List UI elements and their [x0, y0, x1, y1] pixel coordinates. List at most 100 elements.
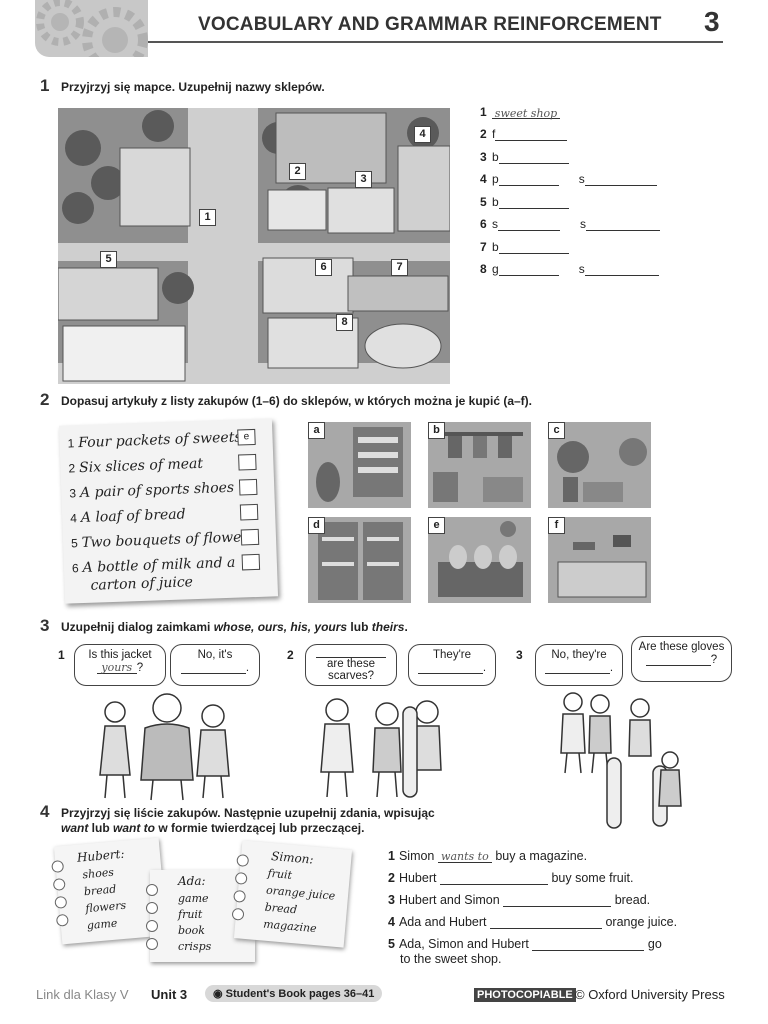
footer-unit: Unit 3 [151, 987, 188, 1002]
exercise-1-instruction: Przyjrzyj się mapce. Uzupełnij nazwy skl… [61, 80, 325, 94]
answer-field[interactable] [584, 263, 659, 276]
answer-box-5[interactable] [240, 528, 260, 546]
photocopiable-badge: PHOTOCOPIABLE [474, 988, 576, 1002]
shop-picture-c: c [548, 422, 651, 508]
eye-icon: ◉ [213, 988, 223, 1000]
answer-field[interactable] [584, 173, 657, 186]
sentence-3-field[interactable] [503, 894, 612, 907]
town-map: 1 2 3 4 5 6 7 8 [58, 108, 450, 384]
sentence-2-field[interactable] [439, 872, 548, 885]
page-title: VOCABULARY AND GRAMMAR REINFORCEMENT [198, 14, 662, 35]
answer-box-3[interactable] [238, 478, 258, 496]
shop-picture-d: d [308, 517, 411, 603]
dialog-2-number: 2 [287, 648, 294, 662]
answer-box-1[interactable]: e [237, 428, 256, 446]
answer-field[interactable] [498, 173, 559, 186]
answer-field[interactable] [495, 128, 568, 141]
exercise-4-instruction-line2: want lub want to w formie twierdzącej lu… [61, 821, 365, 835]
unit-number: 3 [704, 6, 720, 37]
shop-picture-b: b [428, 422, 531, 508]
shop-picture-e: e [428, 517, 531, 603]
map-label-4: 4 [414, 126, 431, 143]
dialog-3-answer-bubble: No, they're . [535, 644, 623, 686]
answer-field[interactable] [586, 218, 660, 231]
dialog-2-reply-field[interactable] [417, 661, 483, 674]
footer-course: Link dla Klasy V [36, 987, 129, 1002]
sentence-4-field[interactable] [490, 916, 602, 929]
map-label-8: 8 [336, 314, 353, 331]
exercise-4-number: 4 [40, 802, 50, 821]
shop-picture-a: a [308, 422, 411, 508]
answer-field[interactable] [498, 151, 569, 164]
dialog-2-answer-bubble: They're . [408, 644, 496, 686]
map-label-3: 3 [355, 171, 372, 188]
map-label-1: 1 [199, 209, 216, 226]
map-label-2: 2 [289, 163, 306, 180]
dialog-3-reply-field[interactable] [544, 661, 610, 674]
map-label-6: 6 [315, 259, 332, 276]
answer-field[interactable] [498, 241, 569, 254]
card-item-6-line2: carton of juice [90, 574, 194, 594]
dialog-1-reply-field[interactable] [180, 661, 246, 674]
header-rule [148, 41, 723, 43]
footer-publisher: © Oxford University Press [575, 987, 725, 1002]
dialog-3-question-field[interactable] [645, 653, 711, 666]
dialog-1-answer-field[interactable]: yours [96, 661, 137, 674]
exercise-2-instruction: Dopasuj artykuły z listy zakupów (1–6) d… [61, 394, 533, 408]
dialog-3-number: 3 [516, 648, 523, 662]
exercise-1-number: 1 [40, 76, 50, 95]
shopping-list-ada: Ada: game fruit book crisps [146, 870, 255, 962]
gear-icon [36, 0, 148, 57]
exercise-3-number: 3 [40, 616, 50, 635]
map-illustration [58, 108, 450, 384]
exercise-4-instruction-line1: Przyjrzyj się liście zakupów. Następnie … [61, 806, 435, 820]
exercise-2-number: 2 [40, 390, 50, 409]
dialog-1-illustration [99, 693, 230, 801]
shopping-list-simon: Simon: fruit orange juice bread magazine [231, 840, 353, 948]
sentence-5-field[interactable] [532, 938, 645, 951]
answer-field[interactable] [498, 196, 569, 209]
answer-field[interactable] [498, 263, 559, 276]
answer-box-6[interactable] [241, 553, 261, 571]
dialog-1-answer-bubble: No, it's . [170, 644, 260, 686]
dialog-3-illustration [560, 692, 682, 829]
exercise-3-instruction: Uzupełnij dialog zaimkami whose, ours, h… [61, 620, 408, 634]
dialog-1-question-bubble: Is this jacket yours? [74, 644, 166, 686]
map-label-7: 7 [391, 259, 408, 276]
header-gear-decoration [35, 0, 148, 57]
answer-field[interactable] [498, 218, 560, 231]
dialog-2-question-bubble: are these scarves? [305, 644, 397, 686]
shop-picture-f: f [548, 517, 651, 603]
dialog-1-number: 1 [58, 648, 65, 662]
answer-box-4[interactable] [239, 503, 259, 521]
map-label-5: 5 [100, 251, 117, 268]
sentence-5-line2: to the sweet shop. [400, 952, 502, 966]
answer-field[interactable]: sweet shop [492, 106, 560, 120]
dialog-2-question-field[interactable] [316, 645, 386, 658]
dialog-2-illustration [320, 698, 442, 798]
footer-pages-badge: ◉ Student's Book pages 36–41 [205, 985, 383, 1002]
dialog-3-question-bubble: Are these gloves ? [631, 636, 732, 682]
answer-box-2[interactable] [238, 453, 257, 471]
sentence-1-field[interactable]: wants to [437, 850, 492, 863]
